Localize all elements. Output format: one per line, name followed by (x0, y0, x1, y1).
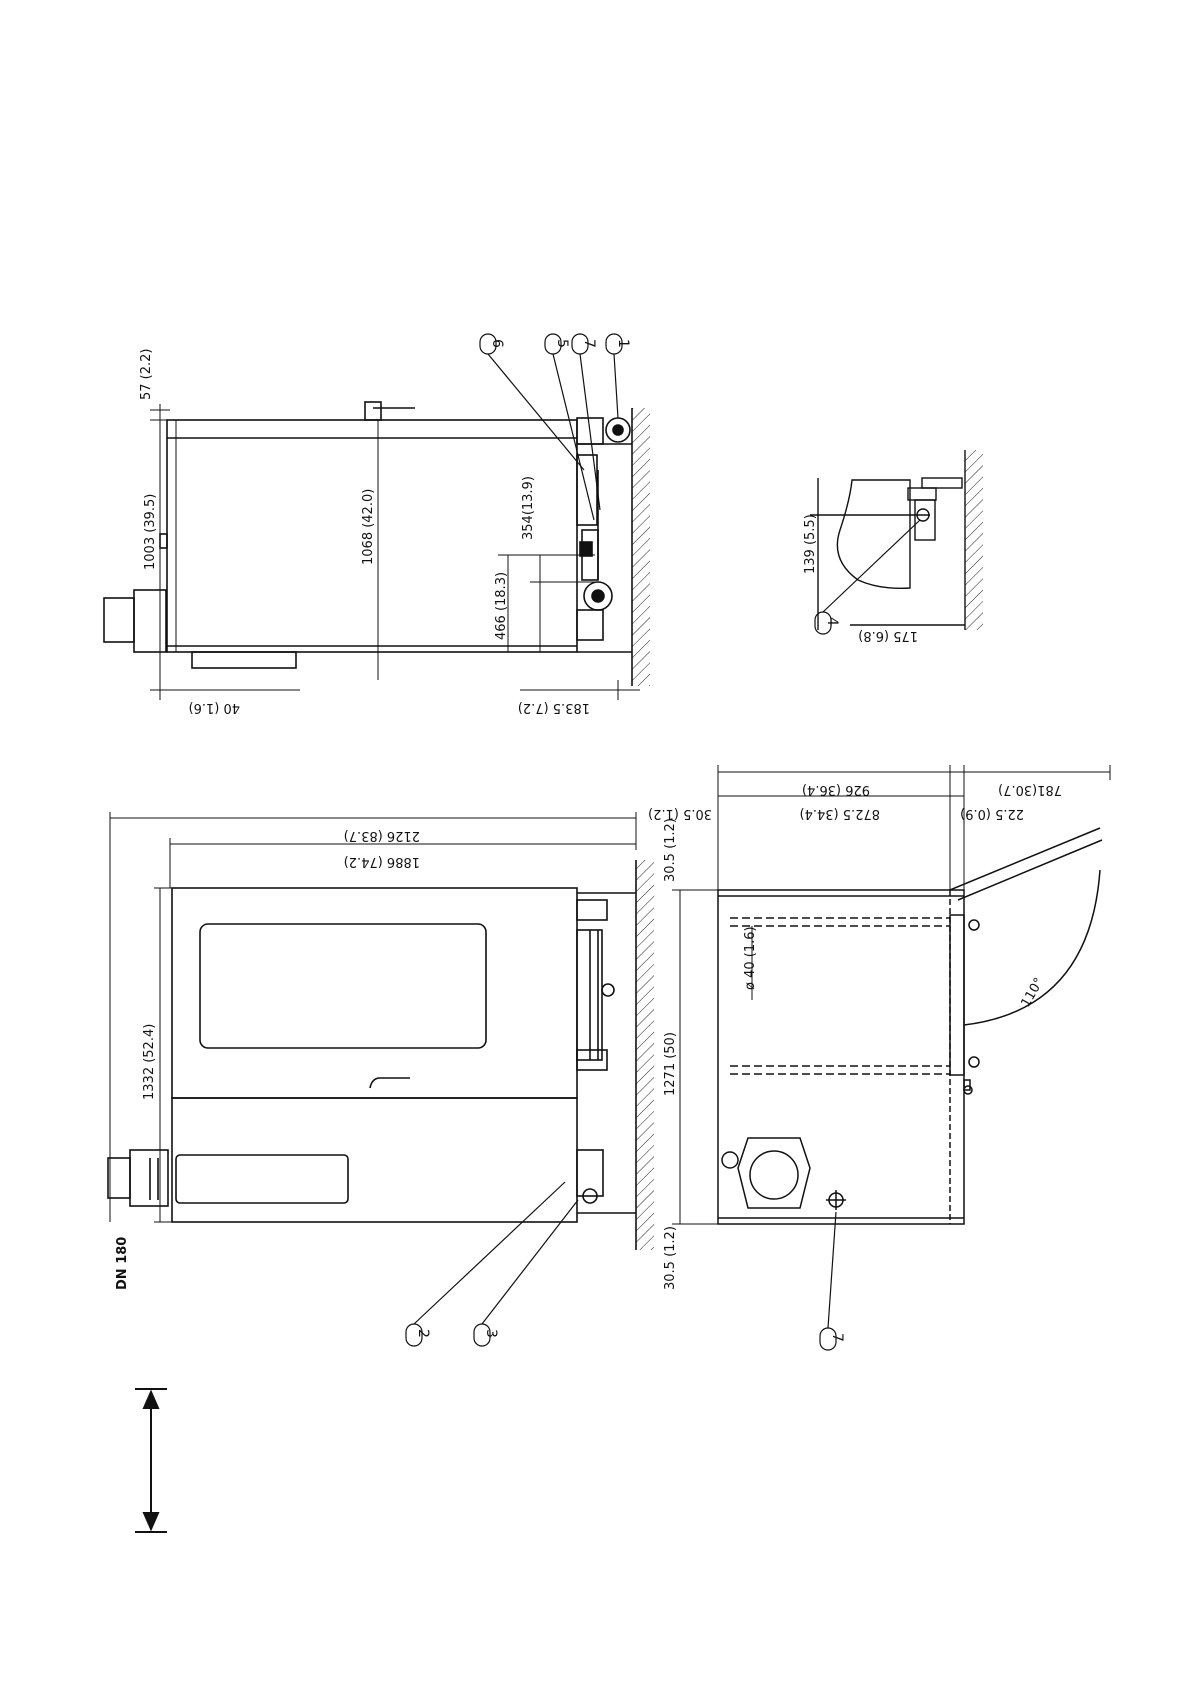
dim-139: 139 (5.5) (803, 514, 818, 574)
front-view-callouts (406, 1182, 578, 1346)
flue-collar (134, 590, 166, 652)
callout-3: 3 (483, 1329, 499, 1338)
dim-872: 872.5 (34.4) (800, 806, 880, 821)
dim-22: 22.5 (0.9) (960, 806, 1024, 821)
callout-4: 4 (824, 617, 840, 626)
front-view-labels: 2126 (83.7) 1886 (74.2) 1332 (52.4) DN 1… (115, 828, 420, 1290)
dim-926: 926 (36.4) (802, 782, 870, 797)
dim-1271: 1271 (50) (663, 1032, 678, 1096)
callout-6: 6 (489, 339, 505, 348)
dim-781: 781(30.7) (998, 782, 1062, 797)
front-view-dims (110, 812, 636, 1222)
callout-5: 5 (554, 339, 570, 348)
dim-1332: 1332 (52.4) (142, 1024, 157, 1100)
orientation-arrow (135, 1389, 167, 1532)
callout-7b: 7 (829, 1333, 845, 1342)
callout-7a: 7 (581, 339, 597, 348)
plan-view-labels: 926 (36.4) 781(30.7) 30.5 (1.2) 872.5 (3… (648, 782, 1062, 1290)
front-view (108, 860, 654, 1250)
dim-110deg: 110° (1018, 975, 1047, 1010)
dim-183: 183.5 (7.2) (518, 700, 590, 715)
detail-view-labels: 139 (5.5) 175 (6.8) (803, 514, 918, 643)
dim-354: 354(13.9) (521, 476, 536, 540)
base-plate (192, 652, 296, 668)
callout-1: 1 (615, 339, 631, 348)
dim-466: 466 (18.3) (494, 572, 509, 640)
dim-30-top: 30.5 (1.2) (648, 806, 712, 821)
dim-dn180: DN 180 (115, 1237, 130, 1290)
dim-1003: 1003 (39.5) (143, 494, 158, 570)
dim-40: 40 (1.6) (189, 700, 241, 715)
dim-30-left: 30.5 (1.2) (663, 818, 678, 882)
side-view (104, 402, 650, 686)
flue-pipe (104, 598, 134, 642)
detail-view (810, 450, 983, 630)
dim-57: 57 (2.2) (139, 349, 154, 401)
oven-cabinet (172, 888, 577, 1098)
lid-handle (365, 402, 381, 420)
side-view-callout-labels: 6 5 7 1 (489, 339, 631, 348)
plan-view (718, 828, 1102, 1224)
dim-1886: 1886 (74.2) (344, 854, 420, 869)
callout-2: 2 (415, 1329, 431, 1338)
control-panel (176, 1155, 348, 1203)
wall-hatch (632, 408, 650, 686)
dim-o40: ø 40 (1.6) (743, 926, 758, 990)
dim-1068: 1068 (42.0) (361, 489, 376, 565)
dim-30-bottom: 30.5 (1.2) (663, 1226, 678, 1290)
side-view-callouts (480, 334, 622, 520)
plan-callout (820, 1212, 836, 1350)
dim-175: 175 (6.8) (858, 628, 918, 643)
dim-2126: 2126 (83.7) (344, 828, 420, 843)
flue-opening (750, 1151, 798, 1199)
oven-window (200, 924, 486, 1048)
